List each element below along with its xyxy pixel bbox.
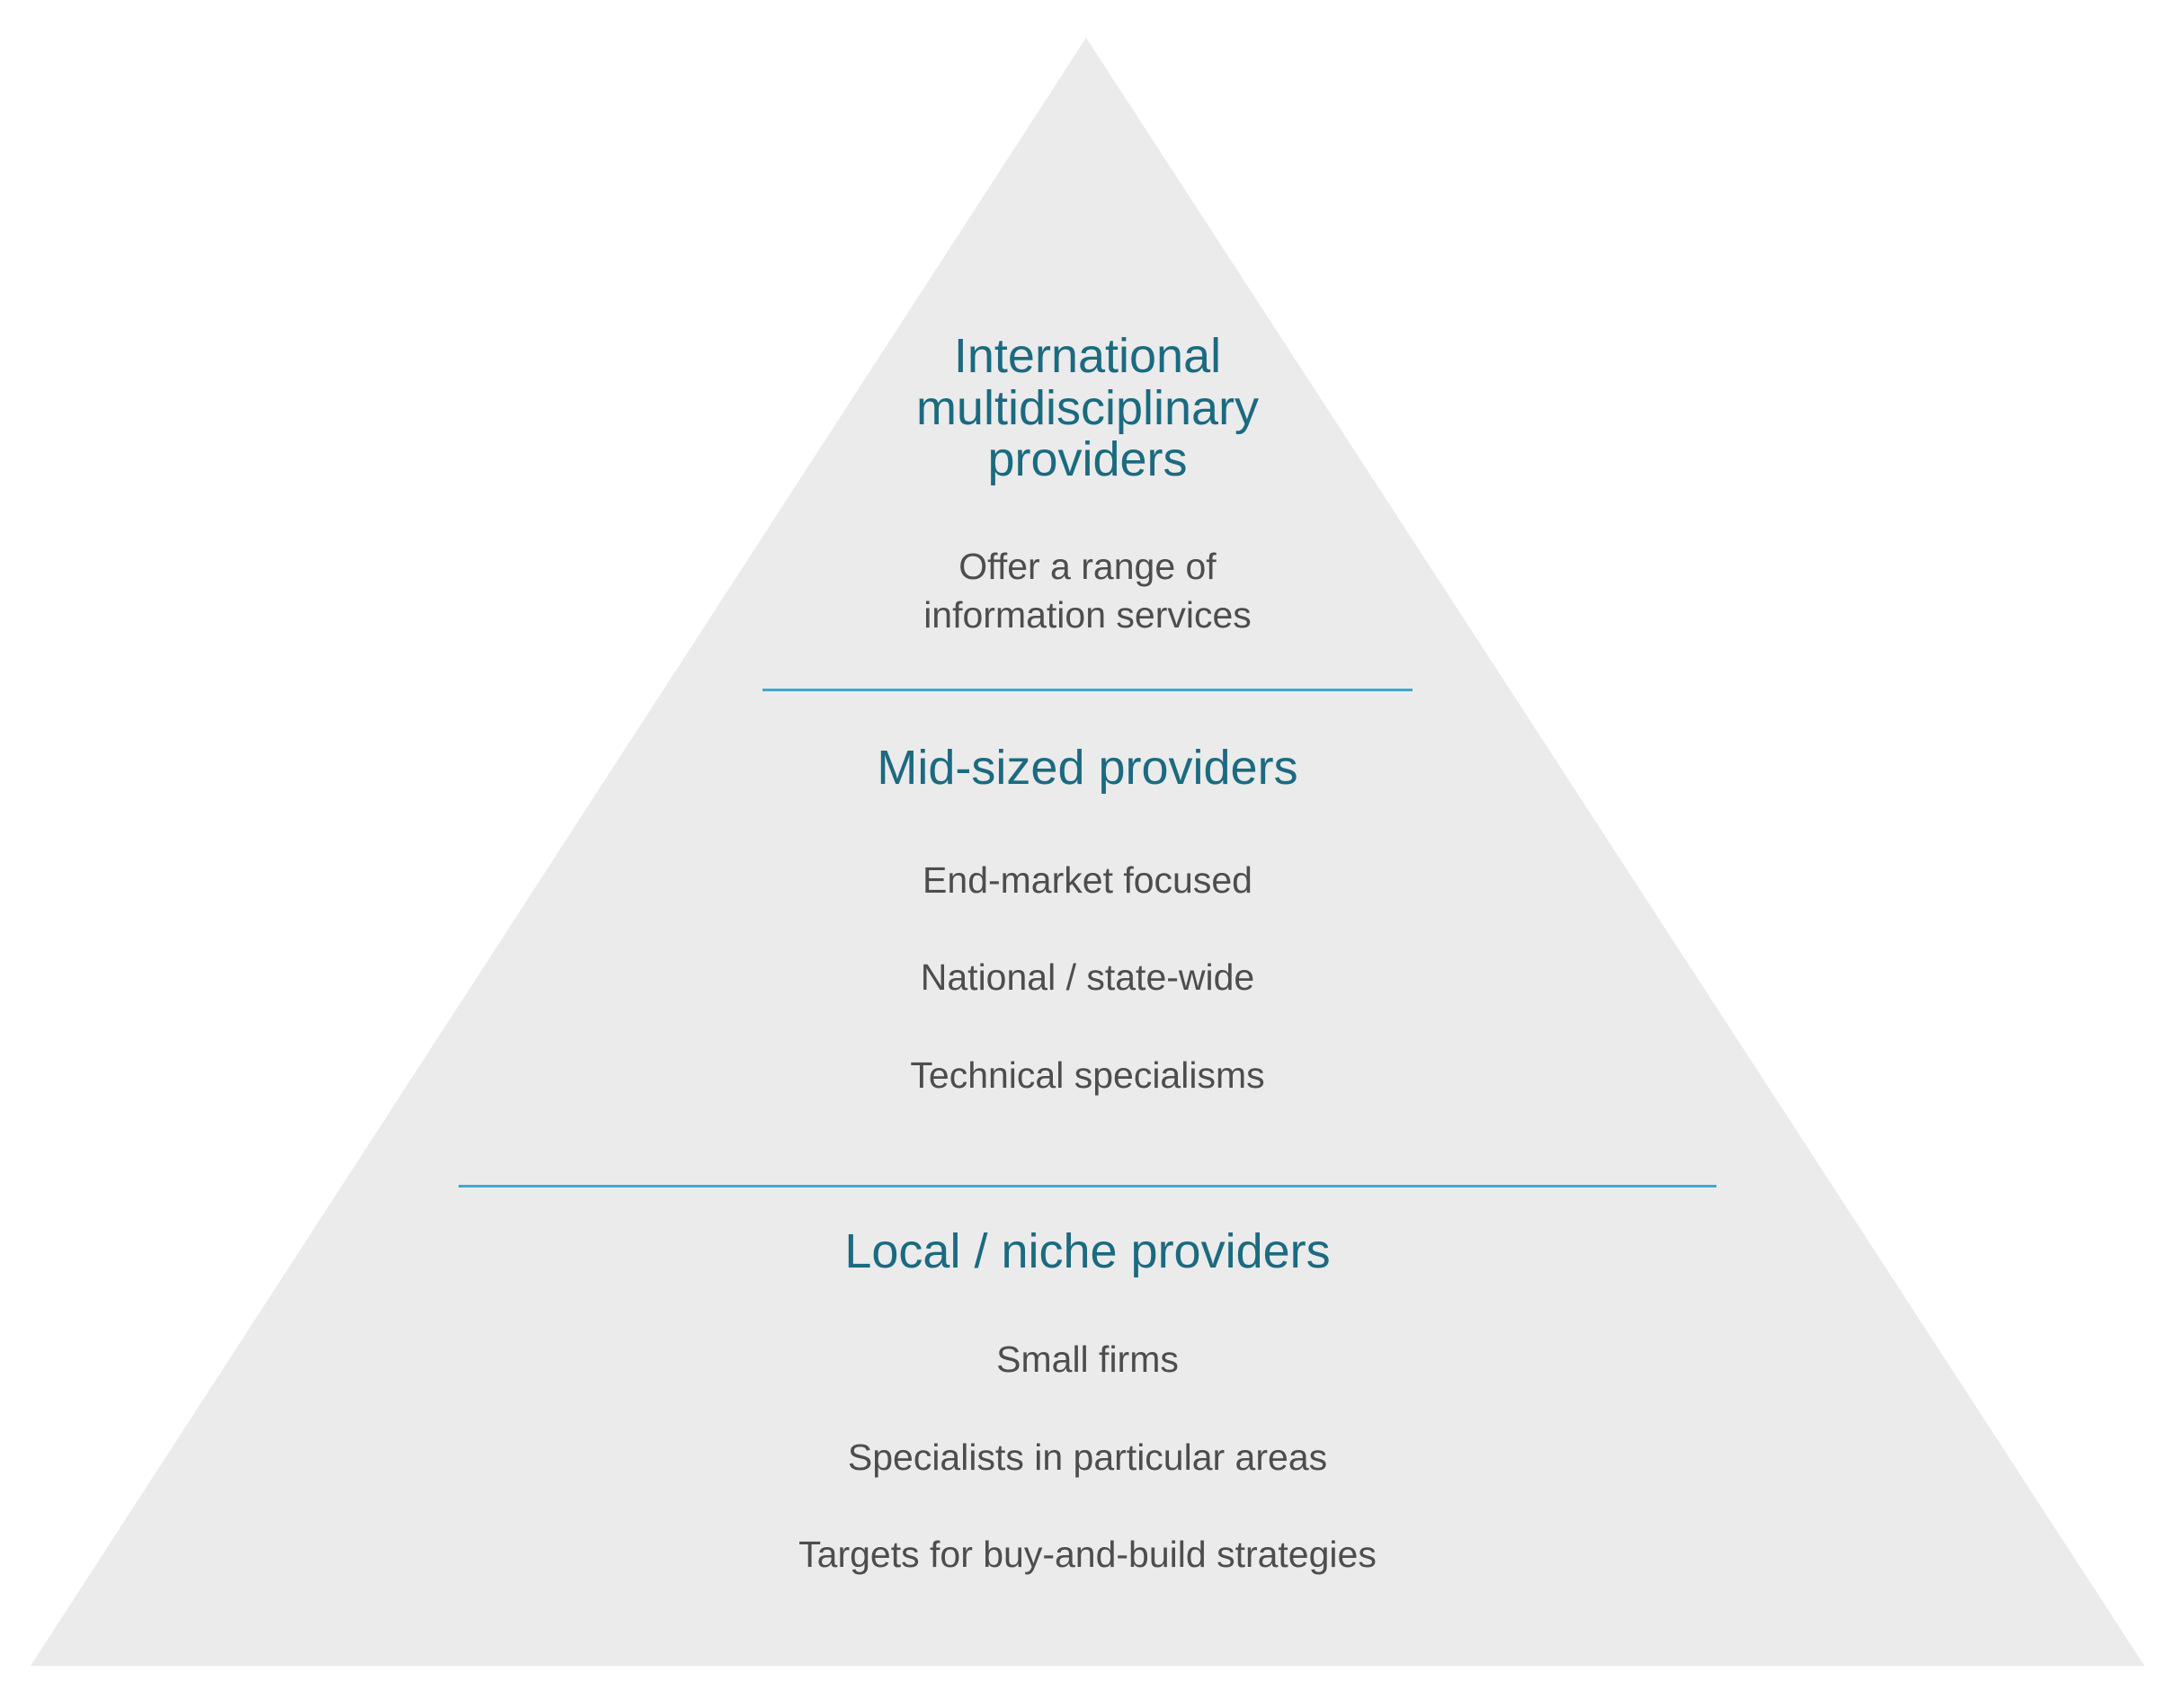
tier-title-line: providers — [987, 432, 1188, 486]
tier-title-line: multidisciplinary — [915, 381, 1260, 435]
tier-bullet: End-market focused — [923, 859, 1252, 901]
tier-title: Mid-sized providers — [877, 741, 1298, 795]
tier-description-line: Offer a range of — [958, 546, 1217, 587]
tier-bullet: Small firms — [996, 1339, 1179, 1380]
tier-bullet: Targets for buy-and-build strategies — [798, 1534, 1377, 1575]
divider-bottom — [459, 1185, 1716, 1188]
divider-top — [762, 689, 1413, 691]
tier-bullet: Specialists in particular areas — [847, 1437, 1328, 1478]
tier-bullet: Technical specialisms — [910, 1054, 1265, 1096]
tier-title: Local / niche providers — [844, 1224, 1331, 1278]
tier-title-line: International — [953, 329, 1222, 383]
tier-description-line: information services — [923, 594, 1252, 636]
tier-bullet: National / state-wide — [920, 956, 1255, 998]
